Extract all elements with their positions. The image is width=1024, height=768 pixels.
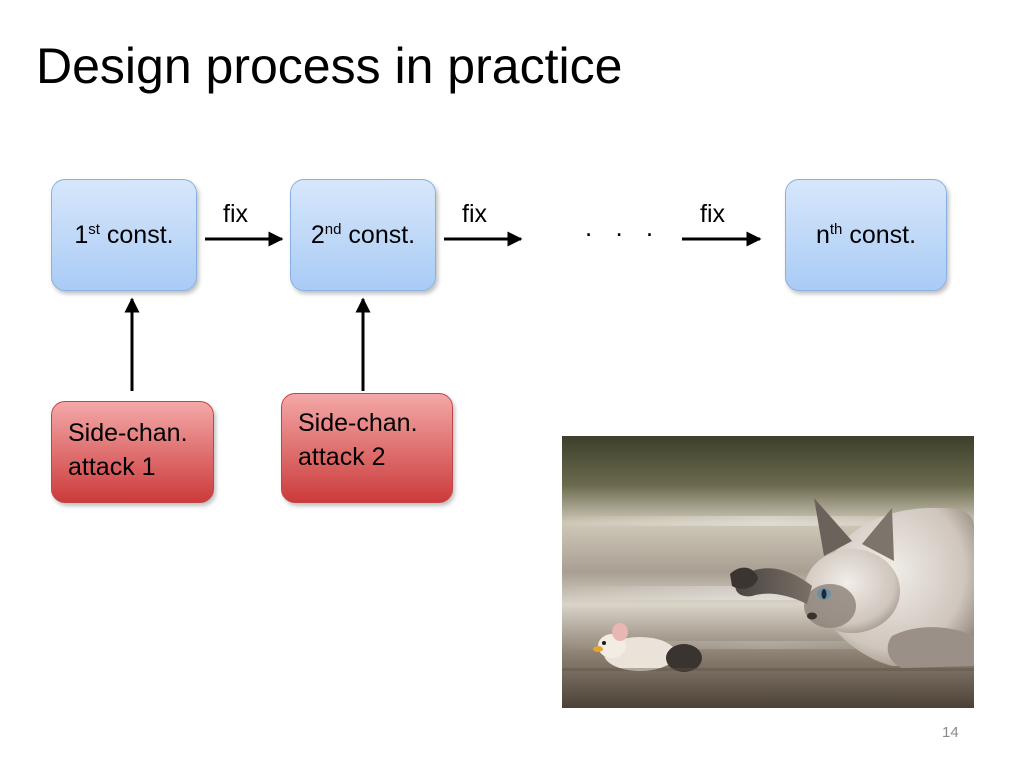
fix-label-1: fix	[223, 200, 248, 228]
slide-title: Design process in practice	[36, 38, 623, 94]
const-box-n-label: nth const.	[815, 221, 917, 249]
fix-label-3: fix	[700, 200, 725, 228]
fix-label-2: fix	[462, 200, 487, 228]
const-box-2: 2nd const.	[290, 179, 436, 291]
const-box-1-label: 1st const.	[74, 221, 174, 249]
attack-box-2: Side-chan. attack 2	[281, 393, 453, 503]
const-box-1: 1st const.	[51, 179, 197, 291]
attack-box-1: Side-chan. attack 1	[51, 401, 214, 503]
const-box-2-label: 2nd const.	[310, 221, 416, 249]
attack-box-2-line1: Side-chan.	[298, 409, 418, 437]
ellipsis: . . .	[585, 212, 662, 242]
attack-box-1-line2: attack 1	[68, 453, 156, 481]
attack-box-1-line1: Side-chan.	[68, 419, 188, 447]
attack-box-2-line2: attack 2	[298, 443, 386, 471]
const-box-n: nth const.	[785, 179, 947, 291]
page-number: 14	[942, 724, 959, 741]
cat-chasing-mouse-photo	[562, 436, 974, 708]
